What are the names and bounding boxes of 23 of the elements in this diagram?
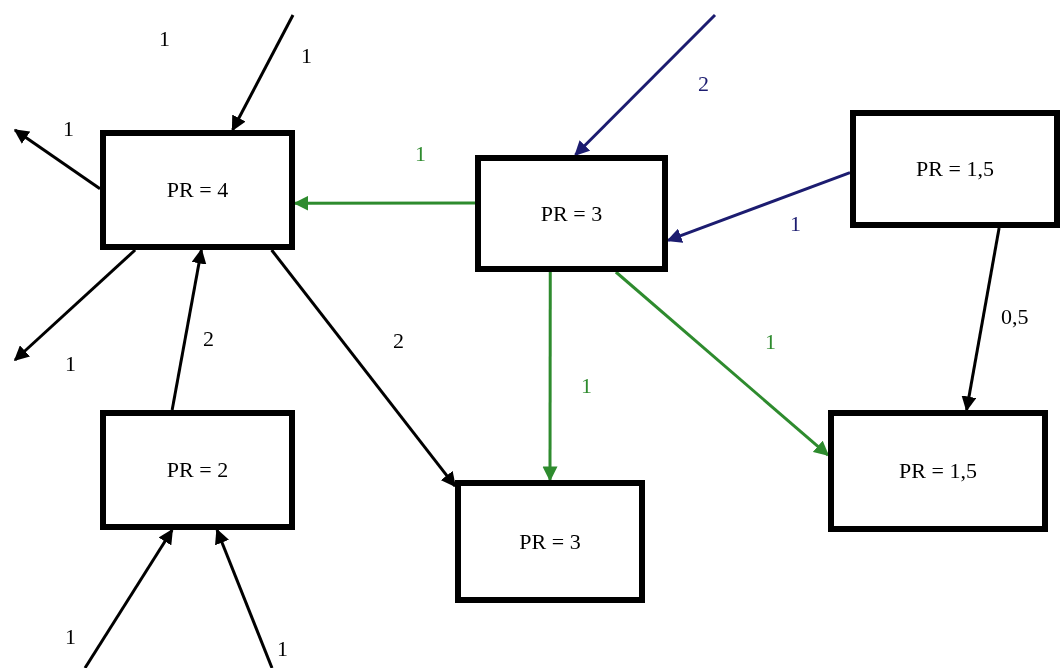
- rank-text: PR = 3: [519, 528, 581, 555]
- rank-text: PR = 1,5: [916, 156, 994, 182]
- page-box: [475, 155, 668, 272]
- rank-text: PR = 3: [540, 200, 603, 227]
- page-box: [455, 480, 645, 603]
- page-box: [100, 410, 295, 530]
- arrow: [13, 248, 137, 362]
- page-box: [828, 410, 1048, 532]
- arrow: [83, 528, 174, 668]
- arrow: [961, 227, 1001, 412]
- page-box: [100, 130, 295, 250]
- arrow: [170, 248, 207, 411]
- arrow: [231, 14, 295, 132]
- arrow: [270, 249, 457, 488]
- rank-text: PR = 2: [166, 457, 229, 483]
- arrow: [215, 528, 274, 668]
- arrow: [574, 13, 717, 157]
- arrow: [13, 128, 101, 191]
- arrow: [542, 272, 558, 482]
- page-box: [850, 110, 1060, 228]
- rank-text: PR = 1,5: [899, 458, 977, 484]
- rank-text: PR = 4: [166, 177, 229, 203]
- arrow: [614, 270, 830, 457]
